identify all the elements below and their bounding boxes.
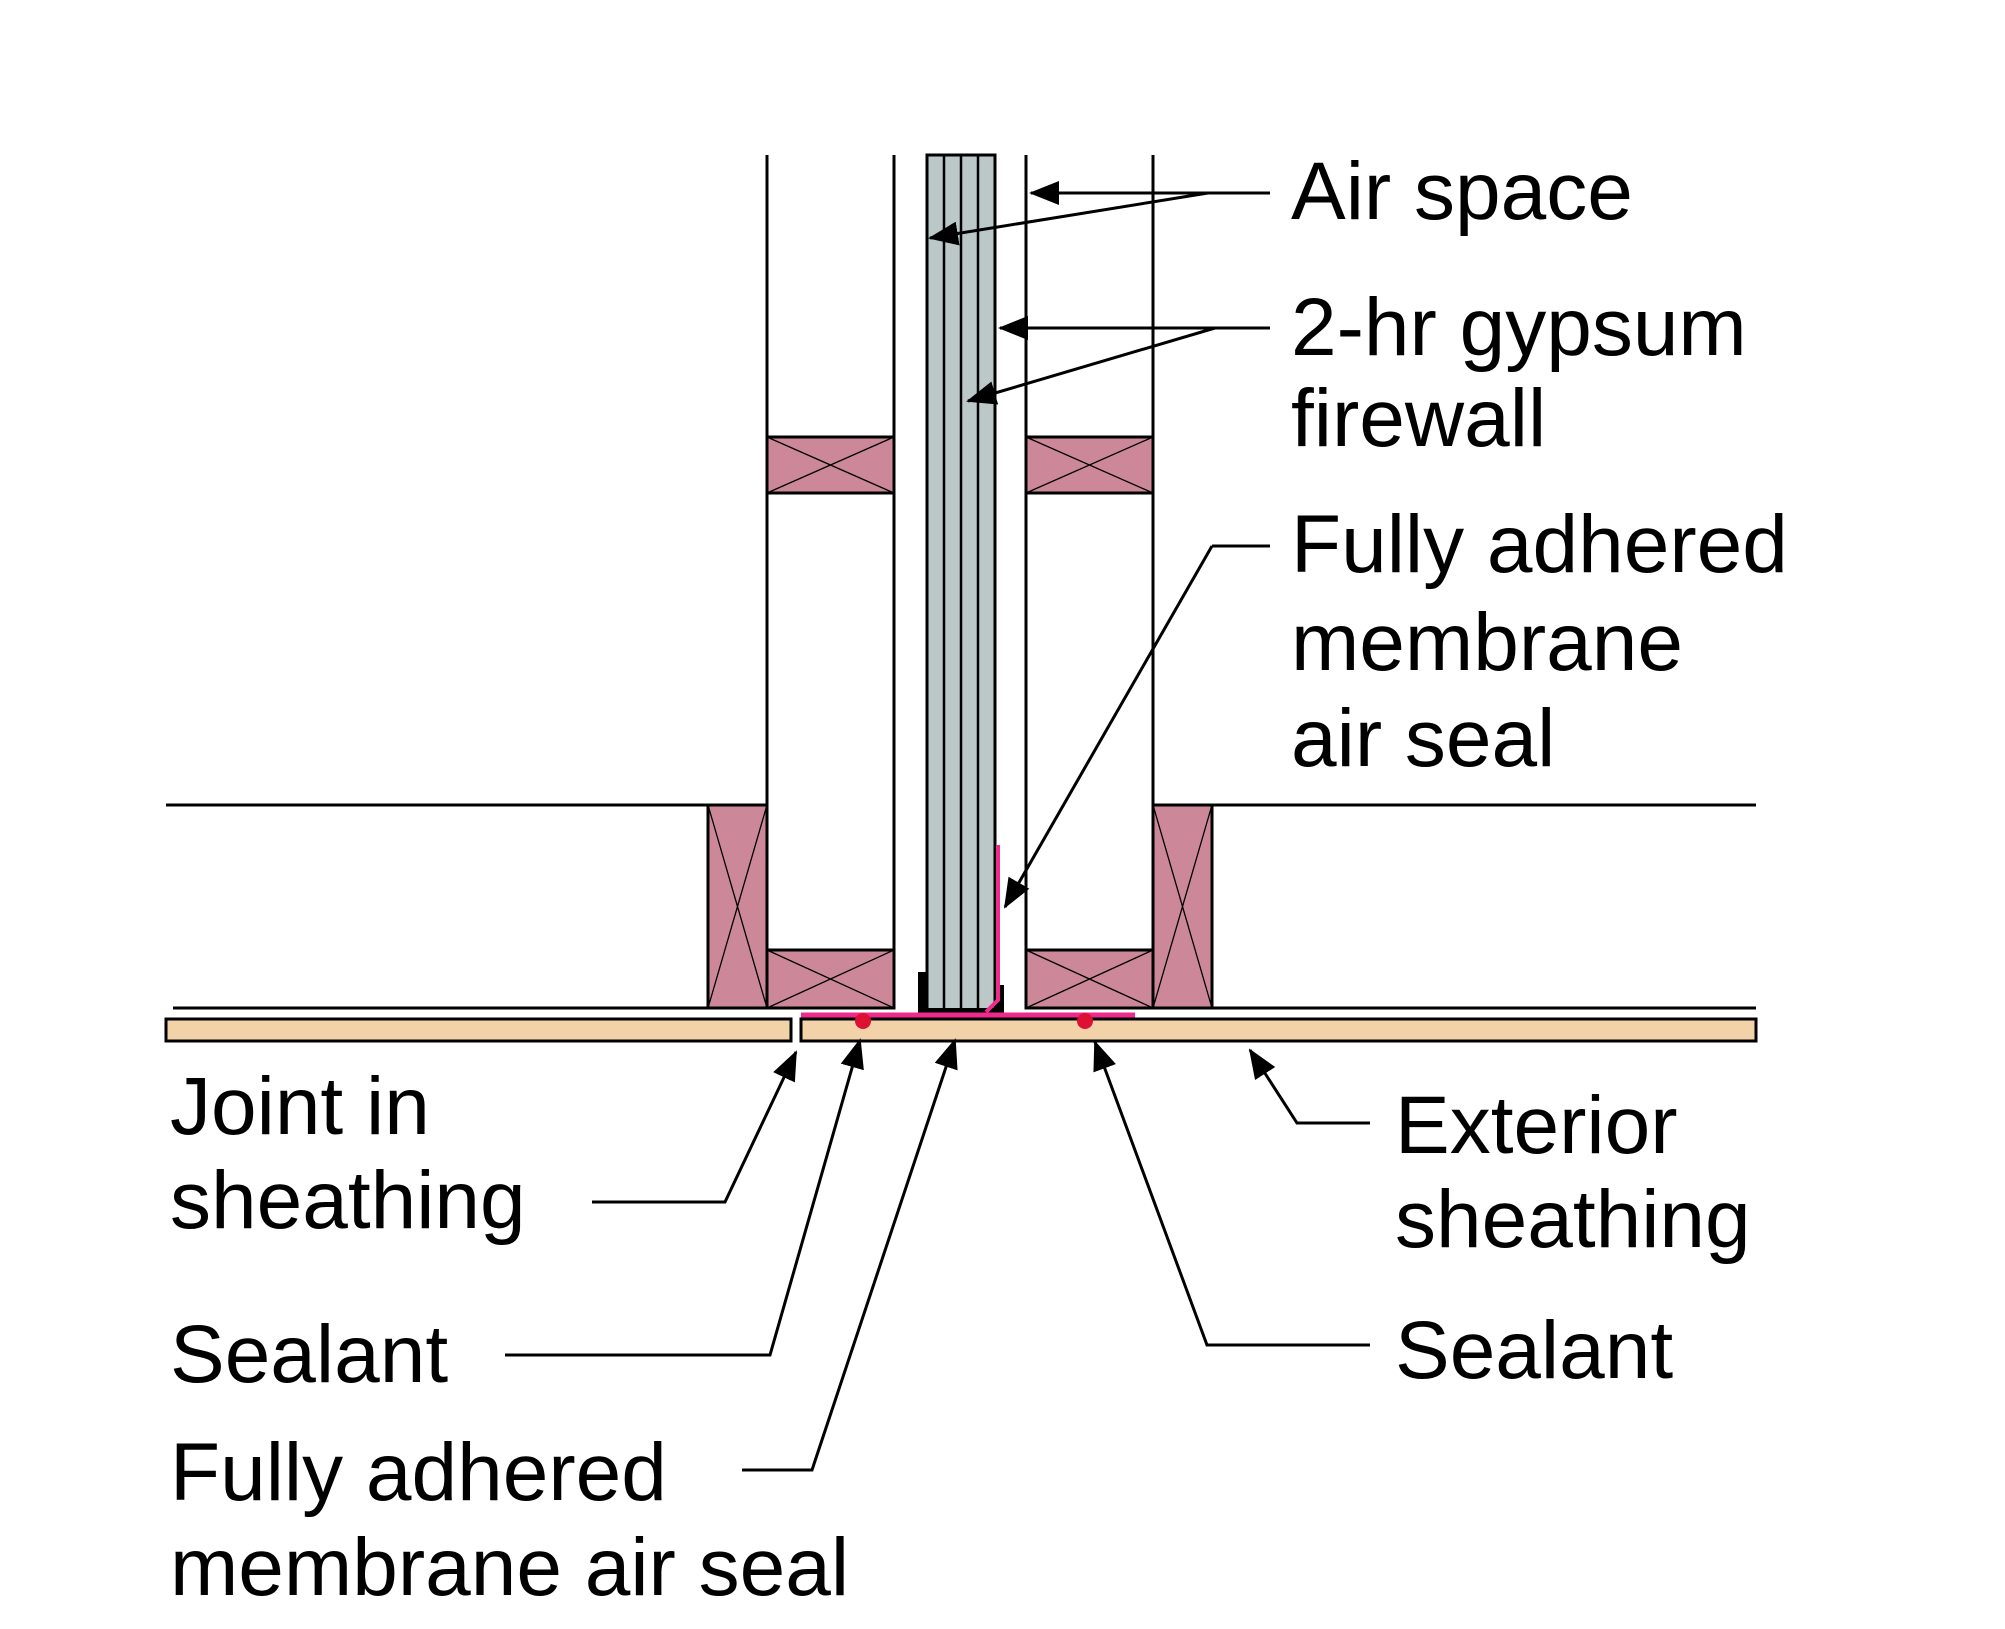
end-studs bbox=[706, 803, 1214, 1010]
leader-gypsum-2 bbox=[966, 326, 1216, 405]
label-joint-line1: Joint in bbox=[170, 1061, 430, 1152]
membrane-vertical bbox=[984, 845, 1000, 1014]
labels: Air space 2-hr gypsum firewall Fully adh… bbox=[170, 146, 1788, 1613]
label-membrane-bottom-line2: membrane air seal bbox=[170, 1522, 849, 1613]
upper-block-right-x bbox=[1025, 436, 1154, 494]
leader-joint bbox=[592, 1050, 798, 1204]
gypsum-firewall bbox=[918, 153, 1004, 1016]
label-gypsum-line2: firewall bbox=[1291, 373, 1546, 464]
leader-membrane-top bbox=[1003, 545, 1214, 909]
leader-sealant-right bbox=[1093, 1040, 1370, 1347]
sealant-bead-right bbox=[1077, 1013, 1093, 1029]
end-stud-right-x bbox=[1152, 804, 1213, 1009]
upper-block-left-x bbox=[766, 436, 895, 494]
exterior-sheathing bbox=[164, 1006, 1758, 1043]
label-membrane-bottom-line1: Fully adhered bbox=[170, 1427, 667, 1518]
label-membrane-top-line2: membrane bbox=[1291, 597, 1683, 688]
leader-air-space-2 bbox=[928, 191, 1209, 246]
sheathing-left-panel bbox=[164, 1017, 793, 1043]
label-exterior-line2: sheathing bbox=[1395, 1174, 1751, 1265]
label-gypsum-line1: 2-hr gypsum bbox=[1291, 282, 1747, 373]
label-joint-line2: sheathing bbox=[170, 1155, 526, 1246]
sealant-beads bbox=[855, 1013, 1093, 1029]
leader-membrane-bottom bbox=[742, 1038, 958, 1472]
sheathing-right-panel bbox=[799, 1017, 1758, 1043]
leader-exterior bbox=[1248, 1048, 1370, 1125]
end-stud-left-x bbox=[707, 804, 768, 1009]
upper-blocking bbox=[765, 435, 1155, 495]
bottom-plate-left-x bbox=[766, 949, 895, 1009]
bottom-plates bbox=[765, 948, 1155, 1010]
leader-sealant-left bbox=[505, 1038, 864, 1357]
label-membrane-top-line3: air seal bbox=[1291, 693, 1555, 784]
label-exterior-line1: Exterior bbox=[1395, 1080, 1678, 1171]
membrane-air-seal bbox=[801, 845, 1135, 1018]
bottom-plate-right-x bbox=[1025, 949, 1154, 1009]
sealant-bead-left bbox=[855, 1013, 871, 1029]
label-sealant-right: Sealant bbox=[1395, 1305, 1673, 1396]
label-sealant-left: Sealant bbox=[170, 1309, 448, 1400]
label-air-space: Air space bbox=[1291, 146, 1633, 237]
leader-lines bbox=[505, 181, 1370, 1472]
label-membrane-top-line1: Fully adhered bbox=[1291, 499, 1788, 590]
